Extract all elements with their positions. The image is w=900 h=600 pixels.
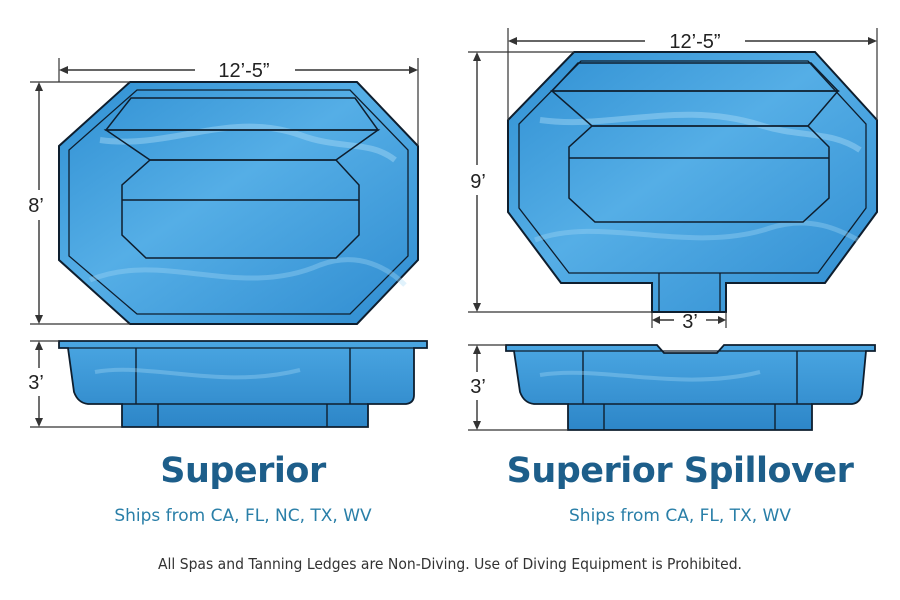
superior-top-view [58, 81, 419, 325]
diving-disclaimer: All Spas and Tanning Ledges are Non-Divi… [157, 555, 742, 573]
superior-side-view [58, 340, 428, 428]
superior-depth-dimension: 3’ [28, 340, 122, 428]
spillover-length-label: 9’ [470, 171, 486, 193]
spillover-width-label: 12’-5” [669, 31, 720, 53]
superior-spillover-ships-from: Ships from CA, FL, TX, WV [569, 506, 791, 526]
superior-length-label: 8’ [28, 195, 44, 217]
superior-depth-label: 3’ [28, 372, 44, 394]
superior-length-dimension: 8’ [28, 81, 130, 325]
spillover-depth-label: 3’ [470, 376, 486, 398]
superior-spillover-side-view [505, 344, 876, 431]
spillover-width-dimension: 12’-5” [507, 28, 878, 120]
superior-spillover-title: Superior Spillover [506, 451, 854, 491]
spillover-notch-dimension: 3’ [651, 311, 727, 333]
superior-spillover-top-view [507, 51, 878, 313]
superior-ships-from: Ships from CA, FL, NC, TX, WV [114, 506, 372, 526]
spillover-notch-label: 3’ [682, 311, 698, 333]
superior-width-label: 12’-5” [218, 60, 269, 82]
superior-width-dimension: 12’-5” [58, 58, 419, 146]
spillover-length-dimension: 9’ [468, 51, 652, 313]
spillover-depth-dimension: 3’ [468, 344, 568, 431]
superior-title: Superior [160, 451, 326, 491]
